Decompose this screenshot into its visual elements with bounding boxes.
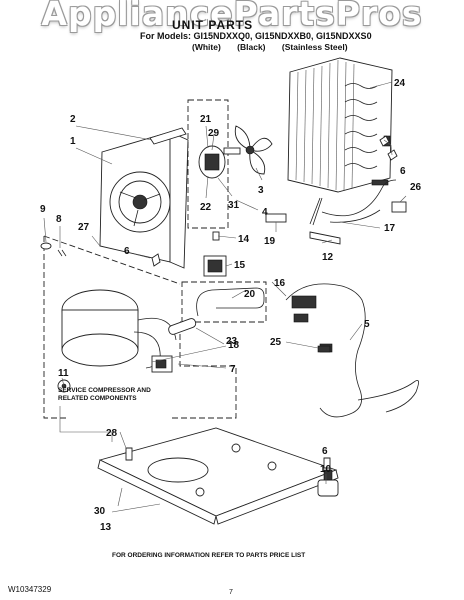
callout-18: 18 (228, 340, 240, 351)
document-number: W10347329 (8, 585, 52, 594)
callout-24: 24 (394, 78, 406, 89)
callout-3: 3 (258, 185, 264, 196)
callout-19: 19 (264, 236, 276, 247)
callout-7: 7 (230, 364, 236, 375)
connector-25 (317, 345, 331, 353)
watermark-logo: AppliancePartsPros (41, 0, 423, 33)
shroud-strip (149, 127, 187, 145)
clip-8 (57, 249, 67, 257)
ordering-info-footer: FOR ORDERING INFORMATION REFER TO PARTS … (112, 552, 306, 559)
fan-blade (234, 125, 273, 175)
service-box-top (43, 235, 181, 285)
condenser-coil (287, 57, 393, 193)
bracket-12 (309, 231, 341, 245)
callout-23: 23 (226, 336, 238, 347)
variant-black: (Black) (237, 42, 266, 52)
compressor (61, 289, 177, 369)
callout-26: 26 (410, 182, 422, 193)
callout-2: 2 (70, 114, 76, 125)
variant-stainless: (Stainless Steel) (281, 42, 348, 52)
callout-22: 22 (200, 202, 212, 213)
leader-lines (43, 81, 407, 513)
callout-28: 28 (106, 428, 118, 439)
screw-28 (125, 447, 133, 461)
motor-assembly-box (187, 99, 229, 229)
wiring-harness (285, 283, 419, 418)
callout-13: 13 (100, 522, 112, 533)
variant-white: (White) (192, 42, 221, 52)
tubing-box (181, 281, 267, 323)
ground-lead (59, 406, 113, 442)
callout-15: 15 (234, 260, 246, 271)
callout-31: 31 (228, 200, 240, 211)
callout-20: 20 (244, 289, 256, 300)
water-valve (203, 255, 227, 277)
callout-8: 8 (56, 214, 62, 225)
filter-dryer (168, 318, 197, 335)
washer-9 (40, 242, 52, 250)
callout-numbers: 1 2 3 4 5 6 6 6 7 8 9 10 11 12 13 14 15 … (40, 78, 422, 533)
harness-17 (321, 179, 397, 223)
callout-6b: 6 (400, 166, 406, 177)
screw-6a (379, 135, 390, 147)
callout-9: 9 (40, 204, 46, 215)
connector-19 (265, 213, 287, 223)
callout-5: 5 (364, 319, 370, 330)
callout-1: 1 (70, 136, 76, 147)
callout-11: 11 (58, 368, 69, 379)
callout-21: 21 (200, 114, 212, 125)
callout-30: 30 (94, 506, 106, 517)
screw-6b (387, 149, 398, 161)
callout-27: 27 (78, 222, 90, 233)
callout-4: 4 (262, 207, 268, 218)
callout-12: 12 (322, 252, 334, 263)
model-list: For Models: GI15NDXXQ0, GI15NDXXB0, GI15… (140, 31, 372, 41)
callout-10: 10 (320, 464, 332, 475)
base-plate (97, 427, 339, 525)
service-compressor-note: SERVICE COMPRESSOR AND RELATED COMPONENT… (58, 387, 151, 402)
tubing (196, 287, 265, 317)
callout-25: 25 (270, 337, 282, 348)
color-variants: (White) (Black) (Stainless Steel) (192, 42, 362, 52)
fan-shroud (99, 131, 189, 269)
callout-29: 29 (208, 128, 220, 139)
callout-6a: 6 (124, 246, 130, 257)
callout-14: 14 (238, 234, 250, 245)
page-number: 7 (229, 589, 233, 596)
screw-6d (323, 457, 331, 469)
callout-6c: 6 (322, 446, 328, 457)
capacitor-26 (391, 201, 407, 213)
screw-6c (151, 253, 161, 267)
callout-17: 17 (384, 223, 396, 234)
callout-16: 16 (274, 278, 286, 289)
page-title: UNIT PARTS (172, 18, 254, 32)
wire-clip (309, 197, 323, 226)
leveling-foot (317, 469, 339, 497)
fan-motor (198, 145, 241, 179)
